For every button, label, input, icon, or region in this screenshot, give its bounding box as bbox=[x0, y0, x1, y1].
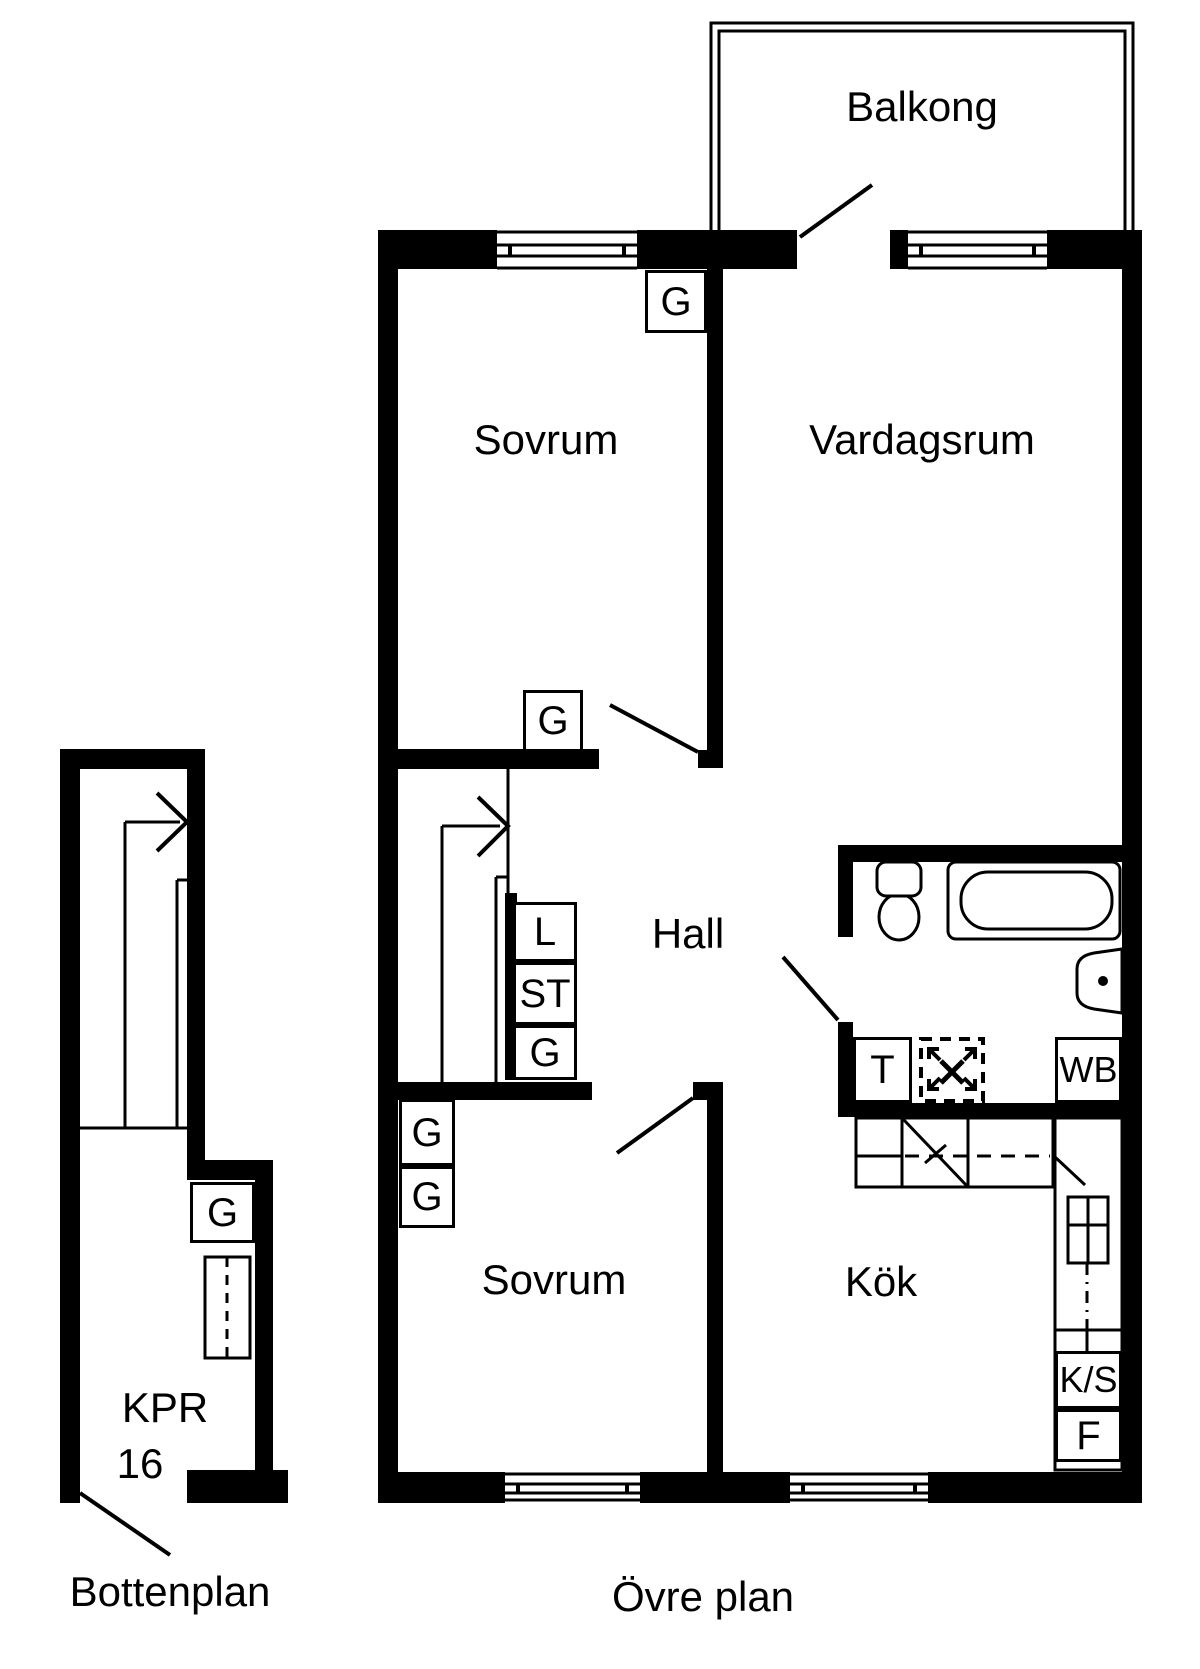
closet-g-living-wall: G bbox=[645, 270, 707, 333]
caption-upper-plan: Övre plan bbox=[611, 1573, 795, 1620]
window-kitchen bbox=[790, 1472, 928, 1502]
label-storage-room-number: 16 bbox=[116, 1440, 164, 1487]
wall-center-lower-stub bbox=[693, 1082, 707, 1100]
wall-top-c bbox=[890, 230, 908, 269]
label-bedroom-upper: Sovrum bbox=[473, 416, 619, 463]
label-bedroom-lower: Sovrum bbox=[481, 1256, 627, 1303]
shower-space-icon bbox=[919, 1037, 985, 1103]
bathroom-fixtures bbox=[875, 860, 1124, 1103]
closet-l-hall: L bbox=[513, 902, 577, 962]
door-swings bbox=[78, 183, 874, 1557]
wall-bath-south bbox=[838, 1103, 1142, 1117]
stairs-lower-arrow bbox=[155, 791, 190, 853]
balcony-outline bbox=[709, 21, 1135, 230]
windows bbox=[497, 230, 1047, 1502]
label-hall: Hall bbox=[651, 910, 725, 957]
caption-lower-plan: Bottenplan bbox=[69, 1568, 271, 1615]
wall-right bbox=[1122, 230, 1142, 1503]
counter-top-run bbox=[854, 1116, 1055, 1189]
door-balcony bbox=[798, 183, 874, 239]
label-living-room: Vardagsrum bbox=[809, 416, 1035, 463]
wall-center-upper-foot bbox=[698, 750, 723, 768]
lower-plan-cabinet bbox=[203, 1255, 252, 1360]
window-living-room bbox=[908, 230, 1047, 270]
bathtub-inner-icon bbox=[959, 870, 1114, 931]
walls bbox=[60, 230, 1142, 1503]
closet-g-bedroom-lower-1: G bbox=[399, 1099, 455, 1166]
wall-top-a bbox=[378, 230, 497, 269]
lp-wall-jog bbox=[187, 1160, 273, 1180]
stairs-upper bbox=[440, 769, 511, 1082]
lp-wall-right-upper bbox=[187, 749, 205, 1160]
fixture-t-box: T bbox=[853, 1037, 912, 1103]
toilet-bowl-icon bbox=[877, 892, 921, 942]
label-kitchen: Kök bbox=[844, 1258, 918, 1305]
sink-diagonal-icon bbox=[901, 1117, 969, 1188]
wall-bath-west-upper bbox=[838, 845, 853, 937]
bathtub-icon bbox=[946, 860, 1122, 941]
closet-g-bedroom-lower-2: G bbox=[399, 1166, 455, 1228]
lp-wall-right-lower bbox=[255, 1180, 273, 1470]
wall-left bbox=[378, 230, 398, 1503]
fixture-wb-box: WB bbox=[1055, 1037, 1122, 1103]
toilet-tank-icon bbox=[875, 860, 923, 898]
door-bedroom-upper bbox=[609, 703, 699, 754]
stairs-upper-arrow bbox=[476, 795, 511, 858]
wall-center-lower bbox=[707, 1082, 723, 1472]
wall-bottom-a bbox=[378, 1472, 505, 1503]
door-entrance-lower-plan bbox=[78, 1491, 172, 1557]
label-balcony: Balkong bbox=[846, 83, 998, 130]
window-bedroom-upper bbox=[497, 230, 637, 270]
counter-right-run bbox=[1053, 1116, 1124, 1472]
closet-g-hall: G bbox=[513, 1025, 577, 1080]
lp-wall-bottom bbox=[187, 1470, 288, 1503]
door-bathroom bbox=[781, 955, 840, 1022]
kitchen-counters bbox=[854, 1116, 1124, 1472]
fixture-f-box: F bbox=[1055, 1409, 1122, 1462]
label-storage-room: KPR bbox=[121, 1384, 209, 1431]
closet-g-lower-plan: G bbox=[190, 1182, 255, 1243]
washbasin-drain-icon bbox=[1098, 976, 1108, 986]
wall-bedroom-lower-north bbox=[378, 1082, 592, 1100]
fixture-ks-box: K/S bbox=[1055, 1351, 1122, 1409]
closet-st-hall: ST bbox=[513, 962, 577, 1025]
wall-top-d bbox=[1047, 230, 1142, 269]
lp-wall-top bbox=[60, 749, 205, 769]
closet-g-bedroom-upper: G bbox=[523, 690, 583, 752]
door-bedroom-lower bbox=[615, 1096, 695, 1155]
window-bedroom-lower bbox=[505, 1472, 640, 1502]
wall-bottom-c bbox=[928, 1472, 1142, 1503]
wall-top-b bbox=[637, 230, 797, 269]
wall-bedroom-upper-south bbox=[378, 749, 599, 769]
wall-bath-west-lower bbox=[838, 1022, 853, 1117]
wall-bottom-b bbox=[640, 1472, 790, 1503]
stairs-lower bbox=[80, 791, 190, 1130]
wall-center-upper bbox=[707, 269, 723, 750]
lp-wall-left bbox=[60, 749, 80, 1503]
wall-bath-north bbox=[838, 845, 1142, 862]
